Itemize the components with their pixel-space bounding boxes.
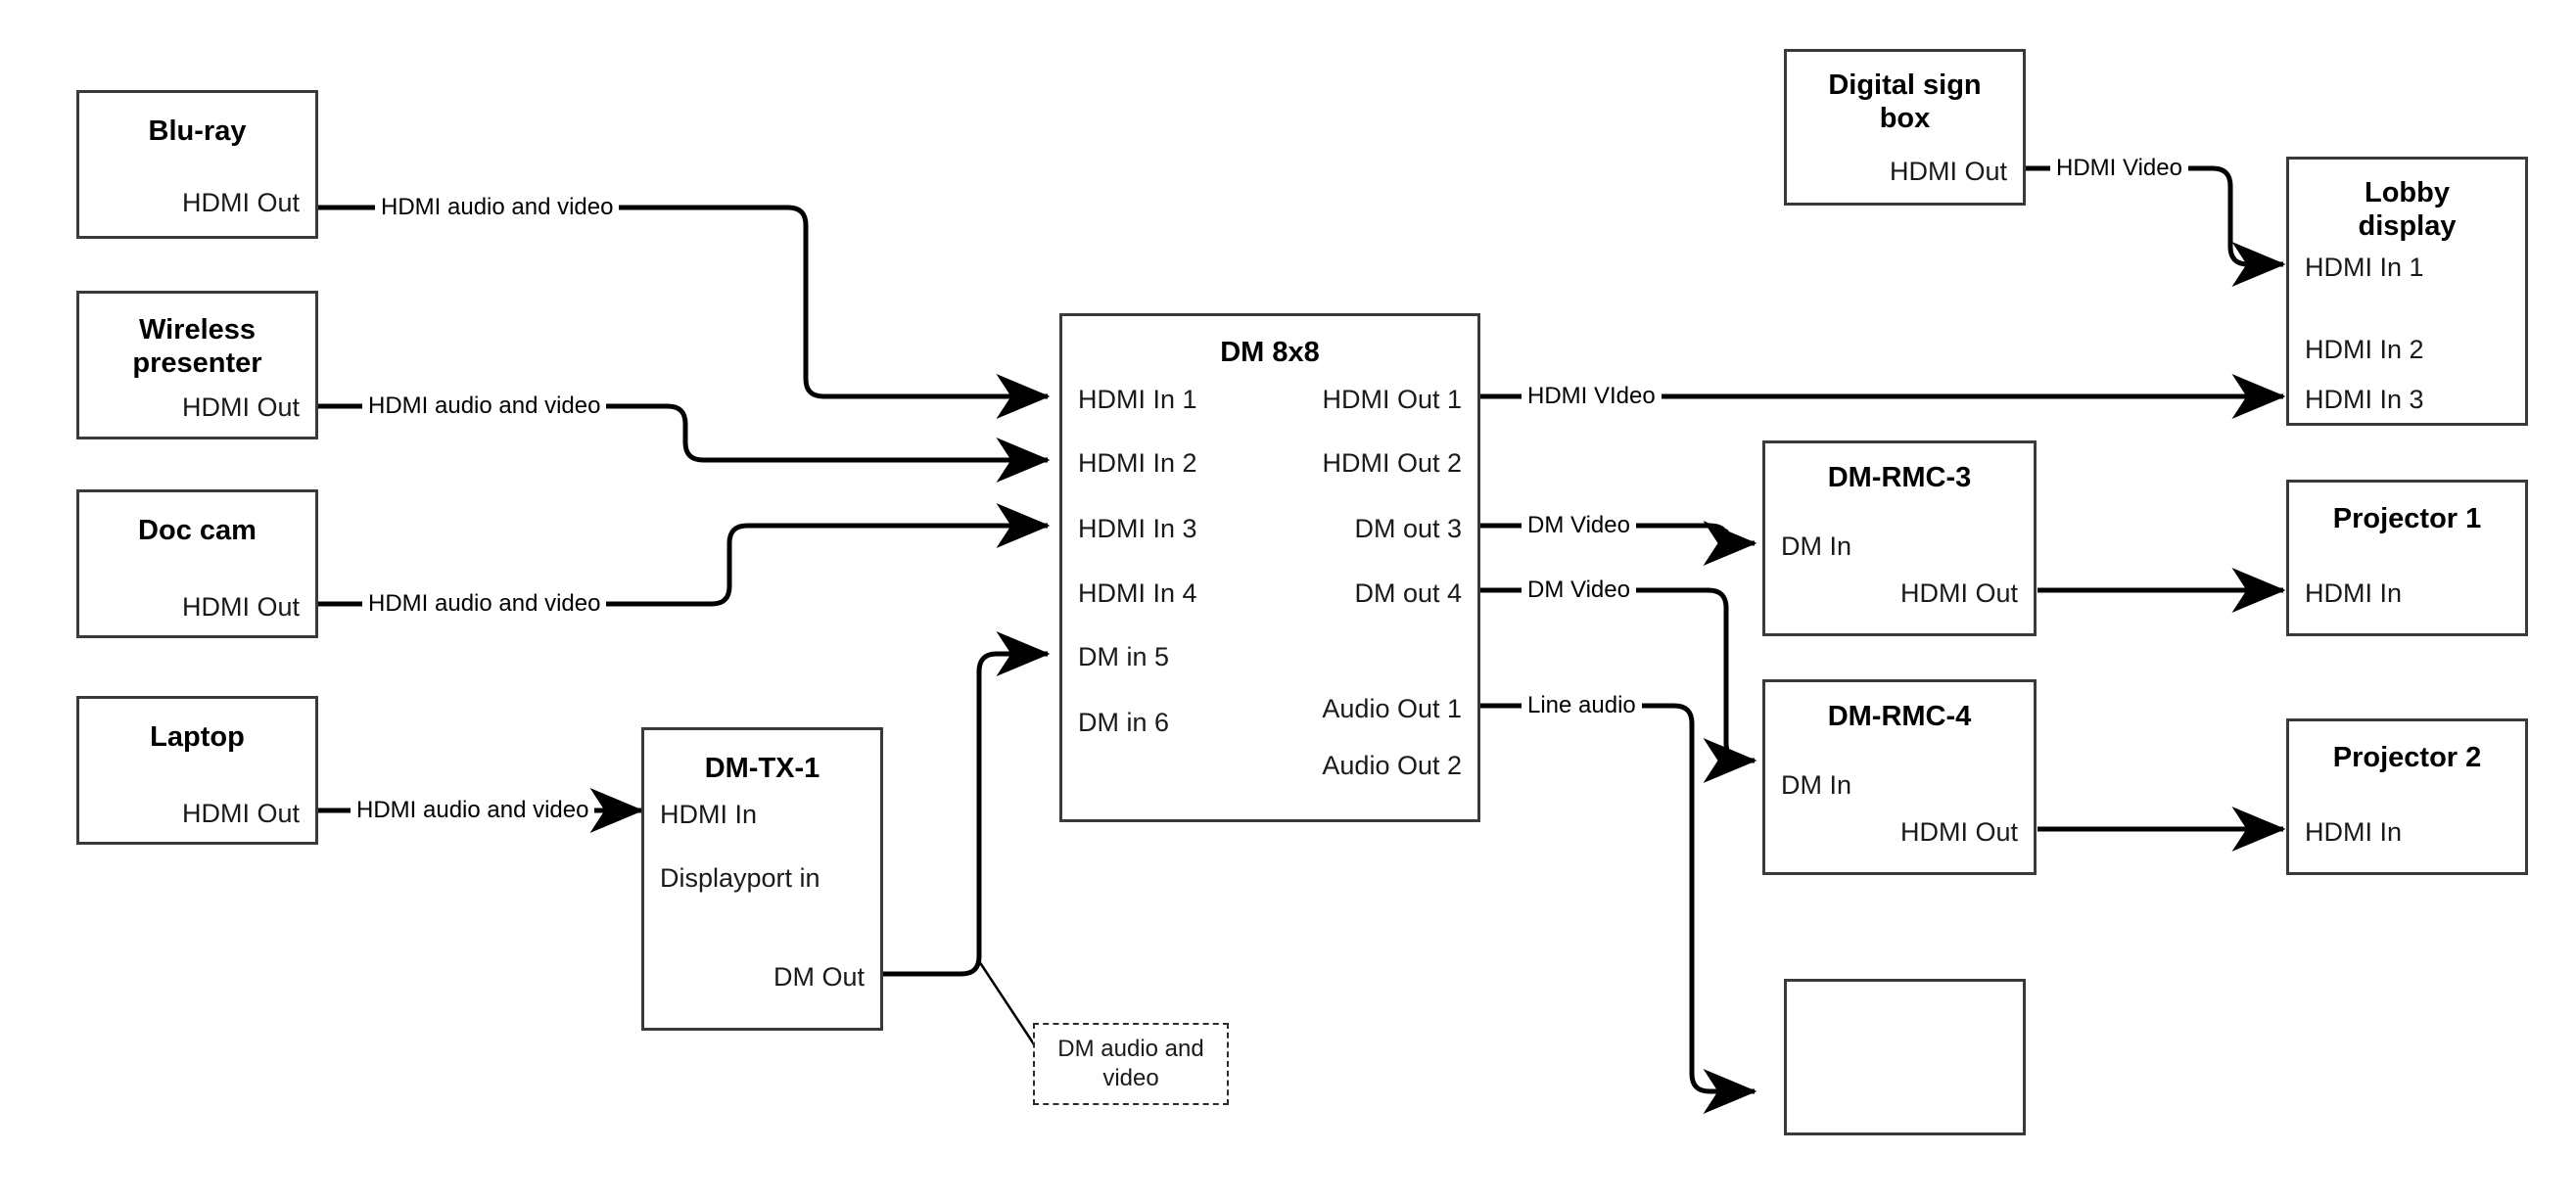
node-dm-8x8[interactable]: DM 8x8 HDMI In 1 HDMI In 2 HDMI In 3 HDM… [1059, 313, 1480, 822]
node-laptop[interactable]: Laptop HDMI Out [76, 696, 318, 845]
port-dm-out-4: DM out 4 [1354, 578, 1462, 608]
wire-label-signbox-hdmi-video: HDMI Video [2050, 156, 2188, 181]
node-dm-rmc-4[interactable]: DM-RMC-4 DM In HDMI Out [1762, 679, 2037, 875]
port-hdmi-out: HDMI Out [181, 393, 300, 422]
port-audio-out-2: Audio Out 2 [1322, 751, 1462, 780]
wire-label-hdmi-out-1-video: HDMI VIdeo [1522, 384, 1662, 409]
port-hdmi-out: HDMI Out [181, 592, 300, 622]
port-hdmi-in-2: HDMI In 2 [2305, 335, 2424, 364]
wire-label-doccam: HDMI audio and video [362, 591, 607, 617]
port-dm-out: DM Out [773, 962, 865, 992]
port-hdmi-in-4: HDMI In 4 [1078, 578, 1197, 608]
wire-label-bluray: HDMI audio and video [375, 195, 620, 220]
port-hdmi-out-1: HDMI Out 1 [1322, 385, 1462, 414]
node-bluray[interactable]: Blu-ray HDMI Out [76, 90, 318, 239]
wire-bluray-to-hdmi-in-1 [318, 205, 1051, 419]
node-title: Wireless presenter [132, 314, 262, 379]
node-title: Lobby display [2358, 177, 2457, 242]
node-dm-tx-1[interactable]: DM-TX-1 HDMI In Displayport in DM Out [641, 727, 883, 1031]
port-hdmi-out: HDMI Out [181, 799, 300, 828]
port-hdmi-out: HDMI Out [1889, 157, 2007, 186]
node-lobby-display[interactable]: Lobby display HDMI In 1 HDMI In 2 HDMI I… [2286, 157, 2528, 426]
wire-signbox-to-lobby-hdmi-in-1 [2026, 165, 2286, 287]
port-hdmi-in: HDMI In [2305, 817, 2403, 847]
port-hdmi-in-2: HDMI In 2 [1078, 448, 1197, 478]
port-dm-out-3: DM out 3 [1354, 514, 1462, 543]
port-hdmi-out: HDMI Out [181, 188, 300, 217]
wire-label-wireless: HDMI audio and video [362, 393, 607, 419]
wire-label-laptop: HDMI audio and video [351, 798, 595, 823]
port-hdmi-out-2: HDMI Out 2 [1322, 448, 1462, 478]
port-hdmi-out: HDMI Out [1899, 817, 2018, 847]
node-title: Doc cam [138, 515, 257, 546]
port-hdmi-in-3: HDMI In 3 [1078, 514, 1197, 543]
node-wireless-presenter[interactable]: Wireless presenter HDMI Out [76, 291, 318, 439]
node-title: Laptop [150, 721, 245, 753]
wire-dmtx1-to-dm-in-5 [883, 631, 1051, 977]
node-title: Blu-ray [148, 115, 247, 147]
port-dm-in-5: DM in 5 [1078, 642, 1170, 671]
node-title: DM-TX-1 [704, 753, 820, 784]
node-dm-rmc-3[interactable]: DM-RMC-3 DM In HDMI Out [1762, 440, 2037, 636]
port-dm-in: DM In [1781, 770, 1852, 800]
node-title: Projector 2 [2332, 742, 2482, 773]
port-hdmi-out: HDMI Out [1899, 578, 2018, 608]
port-hdmi-in: HDMI In [2305, 578, 2403, 608]
port-audio-out-1: Audio Out 1 [1322, 694, 1462, 723]
node-digital-sign-box[interactable]: Digital sign box HDMI Out [1784, 49, 2026, 206]
wire-dm-out-4-to-rmc4 [1480, 587, 1757, 783]
port-hdmi-in-3: HDMI In 3 [2305, 385, 2424, 414]
wire-audio-out-1-to-amplifier [1480, 703, 1757, 1114]
wire-label-line-audio: Line audio [1522, 693, 1642, 718]
port-displayport-in: Displayport in [660, 863, 820, 893]
node-projector-2[interactable]: Projector 2 HDMI In [2286, 718, 2528, 875]
port-hdmi-in-1: HDMI In 1 [1078, 385, 1197, 414]
node-projector-1[interactable]: Projector 1 HDMI In [2286, 480, 2528, 636]
wire-label-dm-out-4-video: DM Video [1522, 577, 1636, 603]
callout-leader-line [977, 960, 1042, 1054]
port-hdmi-in: HDMI In [660, 800, 758, 829]
wire-label-dm-out-3-video: DM Video [1522, 513, 1636, 538]
port-dm-in: DM In [1781, 531, 1852, 561]
node-title: DM 8x8 [1220, 337, 1320, 368]
node-title: Projector 1 [2332, 503, 2482, 534]
node-amplifier[interactable] [1784, 979, 2026, 1135]
port-dm-in-6: DM in 6 [1078, 708, 1170, 737]
node-doc-cam[interactable]: Doc cam HDMI Out [76, 489, 318, 638]
node-title: DM-RMC-3 [1827, 462, 1972, 493]
node-title: DM-RMC-4 [1827, 701, 1972, 732]
port-hdmi-in-1: HDMI In 1 [2305, 253, 2424, 282]
node-title: Digital sign box [1828, 69, 1982, 134]
callout-dm-audio-and-video: DM audio and video [1033, 1023, 1229, 1105]
